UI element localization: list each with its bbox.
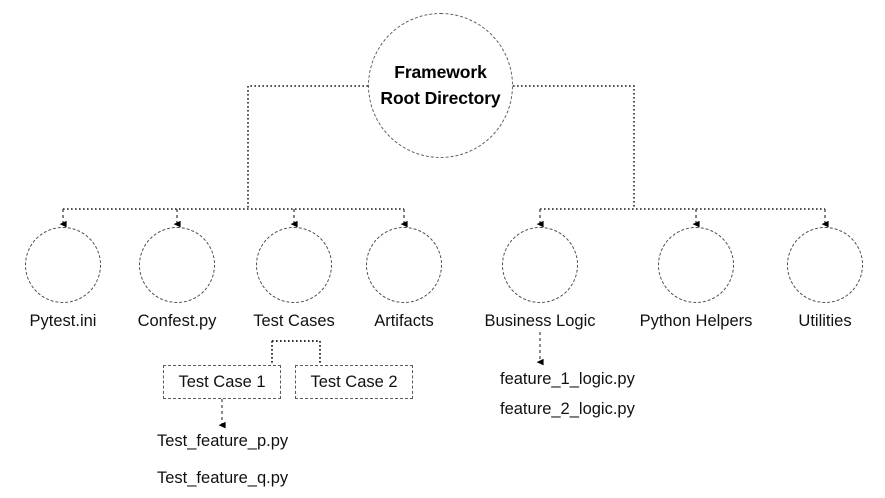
- node-label-test-cases: Test Cases: [253, 312, 335, 330]
- file-label-feature-1-logic: feature_1_logic.py: [500, 370, 635, 388]
- node-business-logic[interactable]: [502, 227, 578, 303]
- box-test-case-2[interactable]: Test Case 2: [295, 365, 413, 399]
- node-label-pytest-ini: Pytest.ini: [29, 312, 97, 330]
- node-artifacts[interactable]: [366, 227, 442, 303]
- node-utilities[interactable]: [787, 227, 863, 303]
- edge-root-to-left-branch: [247, 85, 368, 209]
- file-label-test-feature-q: Test_feature_q.py: [157, 469, 289, 487]
- node-test-cases[interactable]: [256, 227, 332, 303]
- node-confest-py[interactable]: [139, 227, 215, 303]
- box-test-case-1[interactable]: Test Case 1: [163, 365, 281, 399]
- edge-root-to-right-branch: [513, 85, 635, 209]
- root-node-framework-root-directory[interactable]: Framework Root Directory: [368, 13, 513, 158]
- root-node-label-line1: Framework: [394, 62, 487, 83]
- node-label-confest-py: Confest.py: [137, 312, 217, 330]
- edge-test-cases-to-boxes: [271, 340, 321, 365]
- node-label-artifacts: Artifacts: [374, 312, 434, 330]
- file-label-feature-2-logic: feature_2_logic.py: [500, 400, 635, 418]
- node-label-utilities: Utilities: [798, 312, 852, 330]
- node-pytest-ini[interactable]: [25, 227, 101, 303]
- node-label-python-helpers: Python Helpers: [639, 312, 753, 330]
- file-label-test-feature-p: Test_feature_p.py: [157, 432, 289, 450]
- node-label-business-logic: Business Logic: [484, 312, 596, 330]
- node-python-helpers[interactable]: [658, 227, 734, 303]
- root-node-label-line2: Root Directory: [380, 87, 501, 108]
